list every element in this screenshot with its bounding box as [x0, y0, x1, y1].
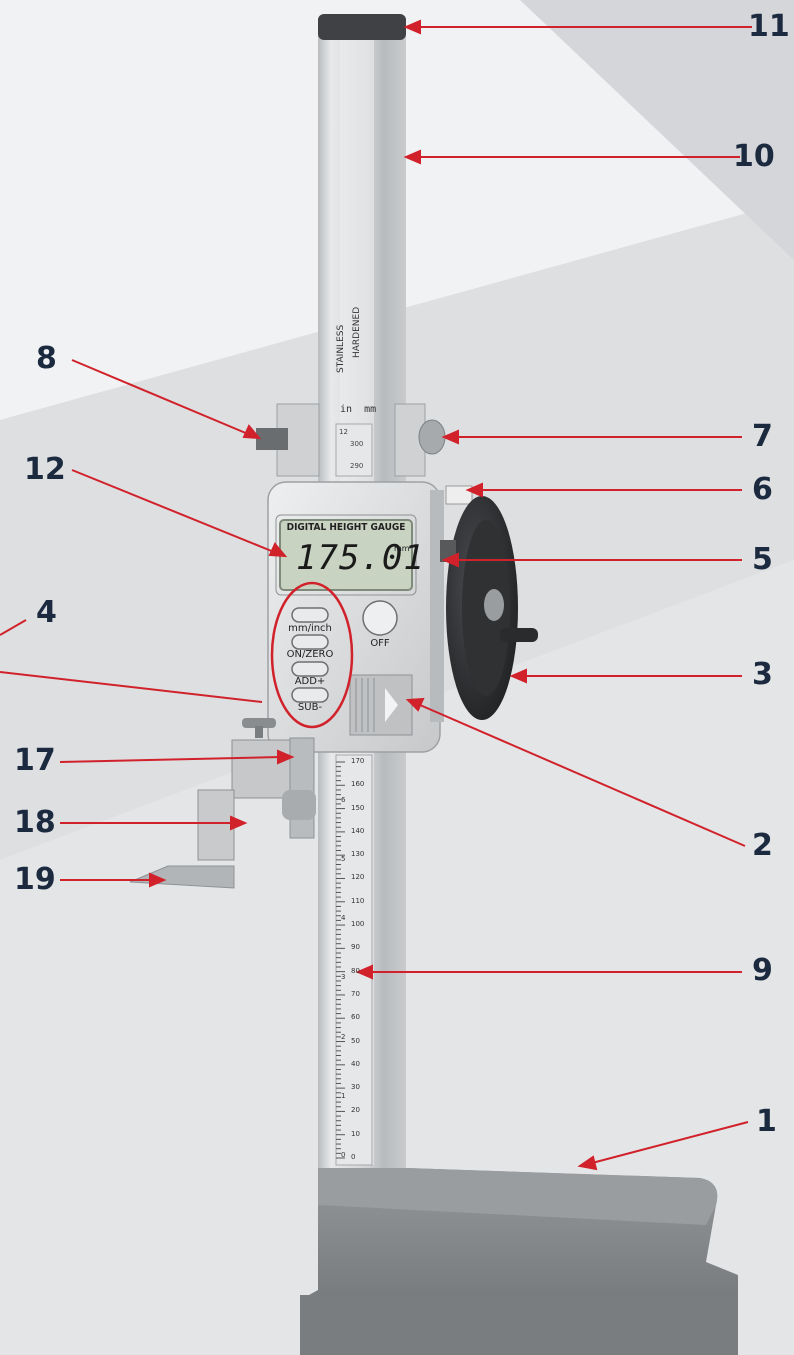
top-scale-number: 290 [350, 462, 364, 470]
scale-label-mm: 10 [351, 1129, 360, 1138]
scale-label-mm: 100 [351, 920, 365, 929]
button-group-highlight [270, 581, 354, 729]
scale-label-mm: 110 [351, 896, 365, 905]
scale-label-mm: 150 [351, 803, 365, 812]
callout-4: 4 [36, 595, 57, 630]
scale-label-mm: 170 [351, 757, 365, 765]
callout-9: 9 [752, 953, 773, 988]
scale-label-inch: 2 [341, 1032, 346, 1041]
scale-label-inch: 4 [341, 914, 346, 923]
scale-label-inch: 6 [341, 795, 346, 804]
scale-label-inch: 3 [341, 973, 346, 982]
fine-adjust-clamp [256, 403, 446, 477]
callout-10: 10 [733, 139, 775, 174]
on-zero-button-label: ON/ZERO [286, 649, 334, 660]
base [300, 1165, 738, 1355]
scale-label-inch: 1 [341, 1091, 346, 1100]
top-scale-number: 300 [350, 440, 364, 448]
lcd-unit: mm [394, 544, 410, 553]
callout-lines [0, 19, 752, 1171]
add-button-label: ADD+ [294, 676, 326, 687]
off-button-label: OFF [370, 638, 390, 649]
mm-inch-button-label: mm/inch [288, 623, 332, 634]
callout-7: 7 [752, 419, 773, 454]
scale-label-mm: 160 [351, 780, 365, 789]
scale-label-mm: 90 [351, 943, 360, 952]
callout-5: 5 [752, 542, 773, 577]
scale-label-inch: 5 [341, 855, 346, 864]
scale-label-mm: 50 [351, 1036, 360, 1045]
column-units-text: in mm [340, 404, 377, 415]
scale-label-mm: 0 [351, 1153, 356, 1161]
scale-label-mm: 60 [351, 1013, 360, 1022]
main-scale [335, 754, 373, 1166]
lcd-reading: 175.01 [296, 538, 425, 578]
scale-label-mm: 30 [351, 1083, 360, 1092]
callout-2: 2 [752, 828, 773, 863]
scale-label-mm: 70 [351, 989, 360, 998]
column-text-hardened: HARDENED [352, 306, 362, 358]
scale-label-mm: 80 [351, 966, 360, 975]
scale-label-mm: 130 [351, 850, 365, 859]
callout-6: 6 [752, 472, 773, 507]
scale-label-mm: 40 [351, 1059, 360, 1068]
lcd-title: DIGITAL HEIGHT GAUGE [286, 522, 406, 533]
callout-12: 12 [24, 452, 66, 487]
callout-8: 8 [36, 341, 57, 376]
background-facet [520, 0, 794, 260]
callout-3: 3 [752, 657, 773, 692]
callout-18: 18 [14, 805, 56, 840]
callout-19: 19 [14, 862, 56, 897]
column-text-stainless: STAINLESS [336, 324, 346, 373]
callout-1: 1 [756, 1104, 777, 1139]
top-scale-number: 12 [339, 428, 348, 436]
scale-label-mm: 140 [351, 826, 365, 835]
callout-17: 17 [14, 743, 56, 778]
digital-unit [267, 481, 444, 753]
scale-label-inch: 0 [341, 1151, 346, 1159]
callout-11: 11 [748, 9, 790, 44]
scale-label-mm: 120 [351, 873, 365, 882]
scale-label-mm: 20 [351, 1106, 360, 1115]
sub-button-label: SUB- [297, 702, 323, 713]
hand-wheel [440, 485, 538, 720]
